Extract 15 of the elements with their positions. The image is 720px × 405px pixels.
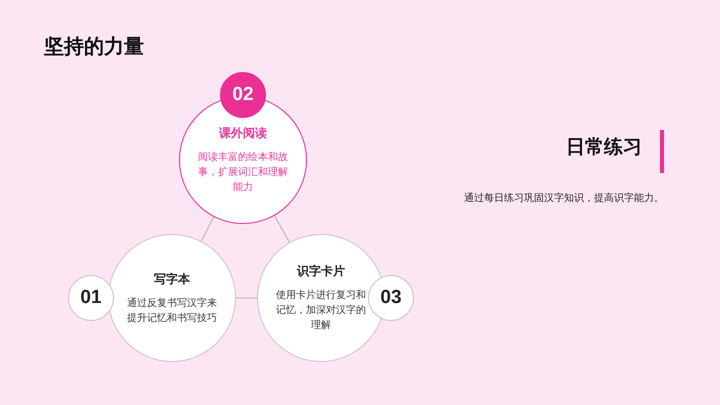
section-heading: 日常练习: [566, 135, 642, 160]
number-circle: 02: [220, 72, 266, 118]
title: 坚持的力量: [44, 33, 144, 60]
section-description: 通过每日练习巩固汉字知识，提高识字能力。: [464, 192, 664, 205]
connector-line: [236, 297, 257, 299]
number-circle: 01: [68, 275, 114, 321]
topic-description: 使用卡片进行复习和记忆，加深对汉字的理解: [275, 288, 367, 333]
connector-line: [200, 216, 214, 242]
topic-description: 阅读丰富的绘本和故事，扩展词汇和理解能力: [197, 150, 289, 195]
topic-description: 通过反复书写汉字来提升记忆和书写技巧: [126, 296, 218, 326]
connector-line: [274, 215, 290, 243]
number-circle: 03: [368, 275, 414, 321]
topic-heading: 识字卡片: [297, 263, 345, 280]
topic-heading: 写字本: [154, 270, 190, 288]
topic-heading: 课外阅读: [219, 125, 267, 142]
